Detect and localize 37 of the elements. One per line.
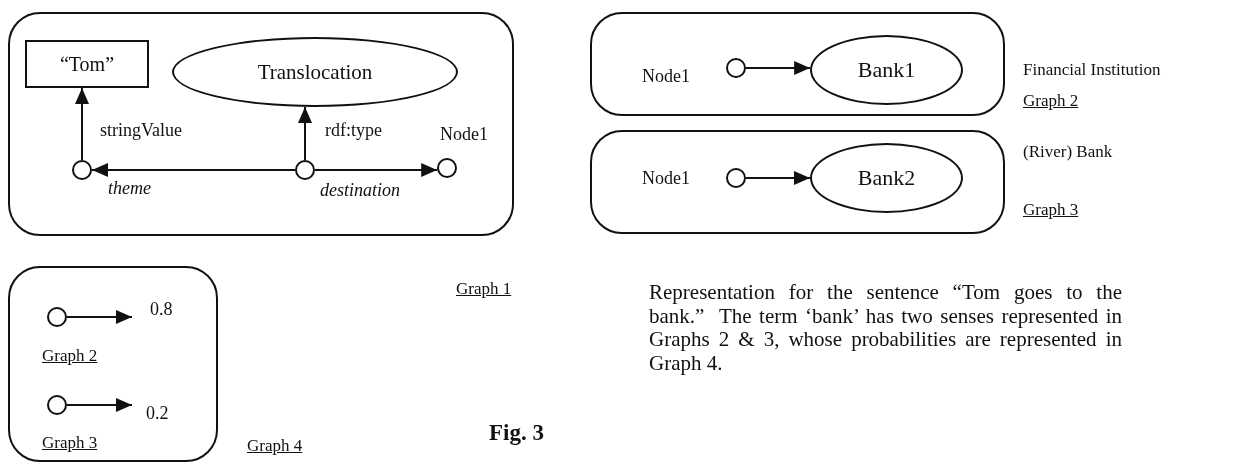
node-caption: Node1 [440, 124, 488, 145]
node-caption: Node1 [642, 168, 690, 189]
arrow [66, 398, 133, 412]
figure-caption: Fig. 3 [489, 420, 544, 446]
arrow [745, 171, 811, 185]
arrow [298, 105, 312, 161]
node-circle [47, 307, 67, 327]
node-circle [726, 168, 746, 188]
arrow [745, 61, 812, 75]
graph-panel [590, 130, 1005, 234]
node-circle [47, 395, 67, 415]
node-circle [72, 160, 92, 180]
graph-panel [590, 12, 1005, 116]
graph-label: Graph 3 [1023, 200, 1079, 220]
graph-label: Graph 2 [42, 346, 98, 366]
graph-label: Graph 1 [456, 279, 512, 299]
edge-label: rdf:type [325, 120, 382, 141]
sense-label: Financial Institution [1023, 60, 1161, 80]
arrow [91, 163, 296, 177]
graph-label: Graph 4 [247, 436, 303, 456]
arrow [66, 310, 133, 324]
node-label: Bank2 [857, 165, 916, 191]
graph-label: Graph 3 [42, 433, 98, 453]
node-label: Bank1 [857, 57, 916, 83]
arrow [314, 163, 439, 177]
node-circle [295, 160, 315, 180]
node-caption: Node1 [642, 66, 690, 87]
graph-label: Graph 2 [1023, 91, 1079, 111]
description-text: Representation for the sentence “Tom goes to the bank.” The term ‘bank’ has two senses represented in Graphs 2 & 3, whose probabilities are represented in Graph 4. [649, 281, 1122, 376]
literal-box [25, 40, 149, 88]
node-circle [437, 158, 457, 178]
node-label: Translocation [257, 59, 373, 85]
edge-label: stringValue [100, 120, 182, 141]
node-circle [726, 58, 746, 78]
sense-label: (River) Bank [1023, 142, 1113, 162]
arrow [75, 87, 89, 161]
node-label: “Tom” [59, 52, 115, 76]
